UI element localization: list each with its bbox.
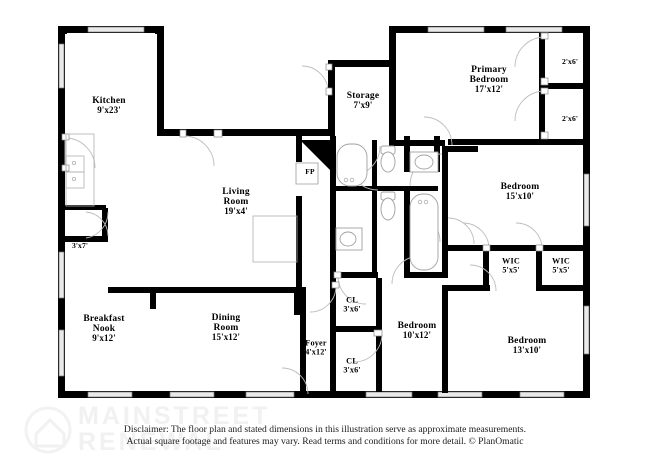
room-dimensions: 5'x5' [502,265,520,274]
room-name: FP [305,167,315,177]
room-name: Bedroom [500,182,540,193]
room-dimensions: 2'x6' [561,56,579,66]
room-dimensions: 17'x12' [474,84,504,95]
room-dimensions: 9'x12' [92,333,116,344]
disclaimer-line-1: Disclaimer: The floor plan and stated di… [123,424,527,435]
room-dimensions: 7'x9' [353,100,373,111]
room-name: Bedroom [507,336,547,347]
interior-walls [58,33,588,398]
room-dimensions: 4'x12' [305,347,327,356]
room-name: Bedroom [397,321,437,332]
disclaimer: Disclaimer: The floor plan and stated di… [0,424,650,449]
room-name: Kitchen [92,96,126,107]
disclaimer-line-2: Actual square footage and features may v… [126,436,524,448]
room-name: Primary [471,65,507,76]
room-name: Dining [211,313,241,324]
room-dimensions: 13'x10' [512,345,542,356]
doors [61,32,549,395]
room-name: CL [346,356,358,366]
room-name: Foyer [305,338,327,348]
room-dimensions: 3'x6' [343,304,361,313]
room-label-fireplace: FP [305,168,314,176]
room-name: WIC [502,256,520,266]
room-name: Bedroom [469,75,509,86]
room-name: Nook [92,324,116,335]
room-dimensions: 3'x7' [71,240,89,250]
room-dimensions: 15'x10' [505,191,535,202]
room-dimensions: 15'x12' [211,332,241,343]
room-name: Room [213,323,239,334]
room-label-closet-2x6-upper: 2'x6' [561,56,579,66]
room-dimensions: 3'x6' [343,365,361,374]
room-name: CL [346,295,358,305]
room-name: Storage [346,91,380,102]
plumbing-fixtures [335,143,439,271]
room-dimensions: 5'x5' [552,265,570,274]
room-name: Breakfast [83,314,125,325]
room-label-closet-2x6-lower: 2'x6' [561,113,579,123]
room-dimensions: 19'x4' [224,206,248,217]
room-dimensions: 2'x6' [561,113,579,123]
room-name: Living [222,187,250,198]
kitchen-fixtures [65,133,298,263]
room-dimensions: 9'x23' [97,105,121,116]
room-name: Room [223,197,249,208]
room-name: WIC [552,256,570,266]
room-label-closet-3x7: 3'x7' [71,240,89,250]
room-dimensions: 10'x12' [402,330,432,341]
